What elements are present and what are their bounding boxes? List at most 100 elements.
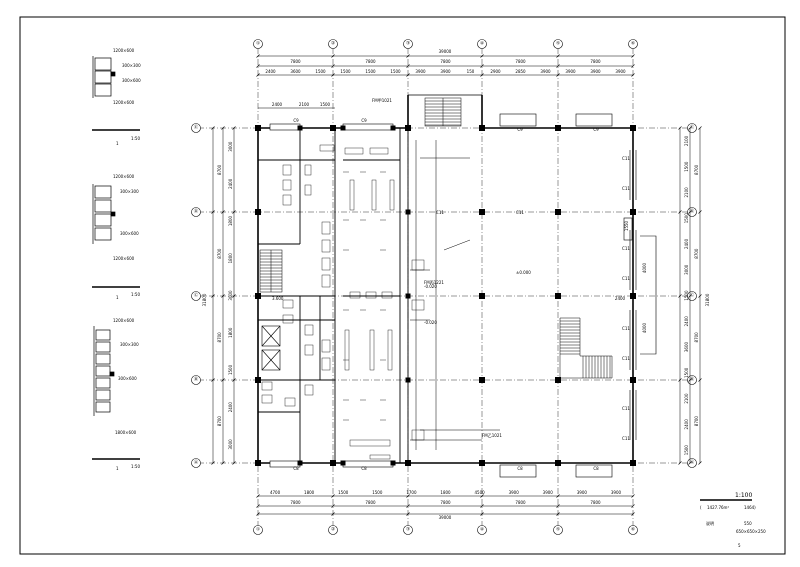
detail-1 — [92, 56, 140, 131]
dim-tick-c0-0 — [256, 54, 260, 58]
column-3-5 — [405, 460, 411, 466]
fixture-12 — [321, 221, 331, 235]
axis-label-row-2-left: Ⓓ — [194, 208, 199, 215]
dim-tick-r3-5 — [698, 378, 702, 382]
dim-tick-c5-3 — [631, 494, 635, 498]
area-close: 1464) — [744, 505, 756, 510]
right-dim-7: 1500 — [684, 290, 689, 301]
fixture-9 — [349, 179, 355, 211]
dim-tick-c1-1 — [331, 64, 335, 68]
dim-tick-r0-2 — [232, 126, 236, 130]
axis-bubble-col-2-bottom — [328, 525, 338, 535]
top-dim-row2-3: 1500 — [315, 69, 326, 74]
top-dim-row2-1: 2400 — [265, 69, 276, 74]
top-dim-row1-2: 7800 — [365, 59, 376, 64]
dim-tick-c2-2 — [406, 73, 410, 77]
top-dim-row2-9: 150 — [467, 69, 475, 74]
bottom-dim-row1-6: 1800 — [440, 490, 451, 495]
fixture-20 — [282, 314, 294, 324]
left-dim-2: 2400 — [228, 178, 233, 189]
top-local-dim-2: 2100 — [299, 102, 310, 107]
axis-bubble-row-2-left — [191, 207, 201, 217]
axis-label-col-2-top: ② — [331, 41, 335, 47]
axis-bubble-col-5-top — [553, 39, 563, 49]
fixture-30 — [284, 397, 296, 407]
column-5-1 — [555, 125, 561, 131]
room-tag-1: C9 — [293, 118, 299, 123]
axis-bubble-col-4-top — [477, 39, 487, 49]
right-dim-13: 1500 — [684, 445, 689, 456]
exterior-walls — [257, 94, 634, 464]
dim-tick-c2-1 — [406, 64, 410, 68]
dim-tick-r1-1 — [221, 210, 225, 214]
bottom-dim-row1-9: 3900 — [543, 490, 554, 495]
right-dim-2: 1500 — [684, 161, 689, 172]
fixture-25 — [344, 329, 350, 371]
column-extra-10 — [479, 209, 485, 215]
axis-bubble-col-3-top — [403, 39, 413, 49]
column-6-4 — [630, 377, 636, 383]
dim-tick-c2-4 — [406, 504, 410, 508]
dim-tick-c4-5 — [556, 512, 560, 516]
dim-tick-r4-0 — [211, 461, 215, 465]
structural-columns — [255, 125, 636, 466]
callout-fm-3: FM丙1221 — [424, 280, 444, 285]
axis-bubble-row-3-left — [191, 291, 201, 301]
inner-dim-right-d: 1550 — [624, 220, 629, 231]
column-1-2 — [255, 209, 261, 215]
axis-bubble-col-4-bottom — [477, 525, 487, 535]
dim-tick-c0-2 — [256, 73, 260, 77]
bottom-dim-row1-3: 1500 — [338, 490, 349, 495]
left-dim-9: 3000 — [228, 439, 233, 450]
bottom-dim-row1-10: 3900 — [577, 490, 588, 495]
bottom-dim-row2-2: 7800 — [365, 500, 376, 505]
dim-tick-r0-5 — [698, 126, 702, 130]
axis-label-col-6-bottom: ⑥ — [631, 527, 635, 533]
detail-1-scale: 1:50 — [131, 136, 140, 141]
dim-tick-c5-1 — [631, 64, 635, 68]
callout-fm-1: FM甲1021 — [372, 98, 392, 103]
room-tag-7: C8 — [517, 466, 523, 471]
top-dim-row2-14: 3900 — [590, 69, 601, 74]
axis-bubble-col-1-top — [253, 39, 263, 49]
dim-tick-r3-1 — [221, 378, 225, 382]
column-5-5 — [555, 460, 561, 466]
column-extra-14 — [555, 293, 561, 299]
axis-bubble-row-4-left — [191, 375, 201, 385]
column-extra-7 — [405, 209, 411, 215]
fixture-16 — [349, 291, 361, 299]
level-mark-west: 3.600 — [272, 296, 284, 301]
fixture-5 — [304, 184, 312, 196]
axis-label-col-5-bottom: ⑤ — [556, 527, 560, 533]
left-main-dim-3: 8700 — [217, 332, 222, 343]
fixture-10 — [371, 179, 377, 211]
fixture-27 — [387, 329, 393, 371]
fixture-26 — [369, 329, 375, 371]
level-mark-corridor-2: -0.020 — [424, 320, 437, 325]
room-tag-11: C11 — [622, 246, 630, 251]
detail-3-label-b: 300×300 — [120, 342, 139, 347]
top-dim-row2-5: 1500 — [365, 69, 376, 74]
dim-tick-c1-4 — [331, 504, 335, 508]
right-dim-4: 1500 — [684, 213, 689, 224]
right-dim-1: 2100 — [684, 135, 689, 146]
top-dim-row1-3: 7800 — [440, 59, 451, 64]
area-value: 1427.76m² — [707, 505, 729, 510]
room-tag-5: C8 — [293, 466, 299, 471]
fixture-23 — [321, 339, 331, 353]
left-dim-1: 3000 — [228, 141, 233, 152]
fixture-24 — [321, 357, 331, 371]
detail-1-caption: 1 — [116, 141, 119, 146]
fixture-35 — [349, 439, 391, 447]
fixture-29 — [261, 394, 273, 404]
dim-tick-r2-1 — [221, 294, 225, 298]
column-extra-3 — [340, 125, 346, 131]
left-dim-5: 3000 — [228, 290, 233, 301]
axis-label-row-4-left: Ⓑ — [194, 376, 199, 383]
top-dim-row2-11: 2850 — [515, 69, 526, 74]
column-extra-1 — [297, 125, 303, 131]
dim-tick-r2-0 — [211, 294, 215, 298]
